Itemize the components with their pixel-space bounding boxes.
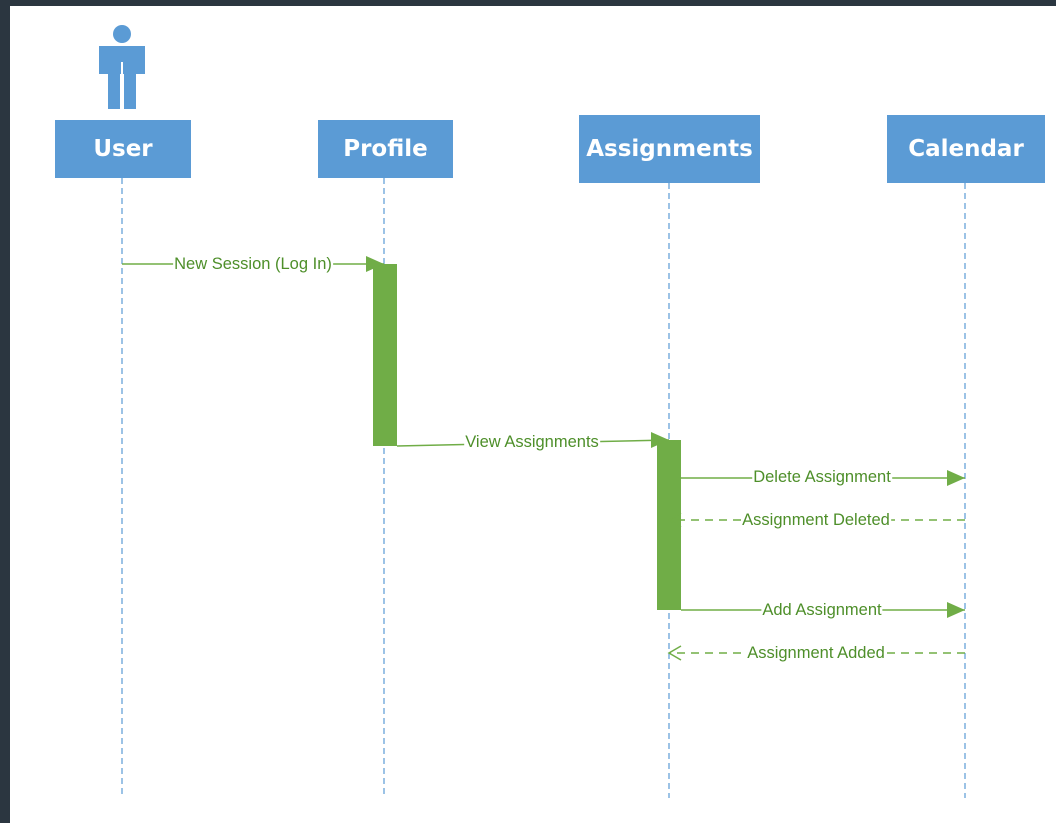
arrowhead-open-assignment-added [667, 645, 682, 661]
message-label-assignment-added: Assignment Added [746, 644, 886, 662]
arrowhead-filled-view-assignments [651, 432, 669, 448]
arrowhead-filled-add-assignment [947, 602, 965, 618]
arrowhead-filled-delete-assignment [947, 470, 965, 486]
arrowhead-open-assignment-deleted [667, 512, 682, 528]
message-label-new-session: New Session (Log In) [173, 255, 333, 273]
person-icon [99, 25, 145, 109]
lifeline-user: User [55, 120, 191, 178]
message-label-add-assignment: Add Assignment [761, 601, 883, 619]
lifeline-calendar: Calendar [887, 115, 1045, 183]
message-label-view-assignments: View Assignments [464, 433, 600, 451]
lifeline-profile: Profile [318, 120, 453, 178]
message-label-delete-assignment: Delete Assignment [752, 468, 892, 486]
activation-bar-profile [373, 264, 397, 446]
arrowhead-filled-new-session [366, 256, 384, 272]
diagram-canvas: User Profile Assignments Calendar New Se… [10, 6, 1056, 823]
message-label-assignment-deleted: Assignment Deleted [741, 511, 891, 529]
lifeline-assignments: Assignments [579, 115, 760, 183]
